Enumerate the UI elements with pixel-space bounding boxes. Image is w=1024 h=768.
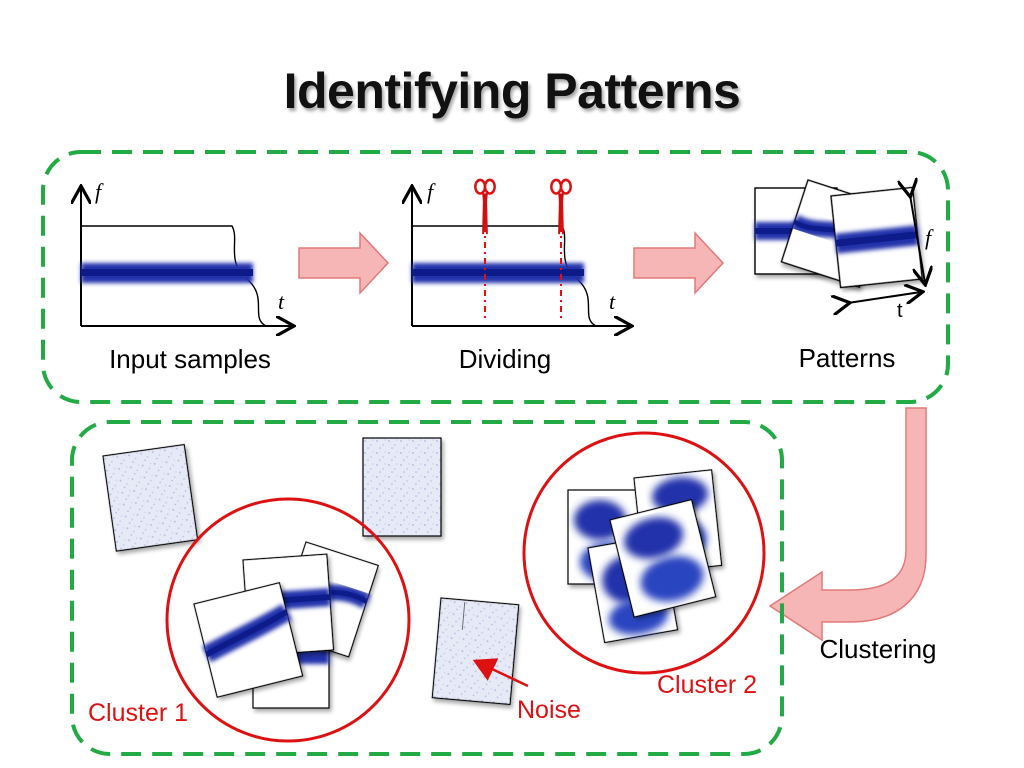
right-arrow-icon (633, 231, 725, 295)
dividing-plot (412, 188, 630, 326)
noise-pattern (102, 443, 199, 552)
noise-label: Noise (517, 696, 581, 724)
dividing-f-axis-label: f (427, 179, 436, 204)
patterns-label: Patterns (799, 343, 896, 373)
cluster-2-patterns (567, 469, 723, 644)
noise-pattern (362, 437, 442, 537)
dividing-t-axis-label: t (609, 289, 616, 314)
dividing-label: Dividing (459, 344, 552, 374)
cluster-1-patterns (193, 541, 380, 709)
input-samples-plot (81, 188, 292, 326)
cluster-2-label: Cluster 2 (657, 671, 757, 699)
input-samples-label: Input samples (109, 344, 271, 374)
clustering-label: Clustering (819, 634, 936, 664)
patterns-stack (754, 180, 925, 303)
noise-pattern (431, 597, 520, 706)
cluster-1-label: Cluster 1 (88, 699, 188, 727)
patterns-f-label: f (925, 225, 934, 250)
cluster-1-circle (165, 497, 411, 743)
top-dashed-box (41, 150, 950, 404)
input-f-axis-label: f (95, 179, 104, 204)
noise-pointer-arrow (472, 658, 529, 688)
bottom-dashed-box (70, 420, 784, 756)
curved-arrow-icon (768, 407, 927, 642)
slide-title: Identifying Patterns (283, 63, 741, 119)
patterns-t-label: t (897, 300, 903, 322)
input-t-axis-label: t (278, 289, 285, 314)
right-arrow-icon (298, 231, 390, 295)
cluster-2-circle (522, 431, 766, 675)
